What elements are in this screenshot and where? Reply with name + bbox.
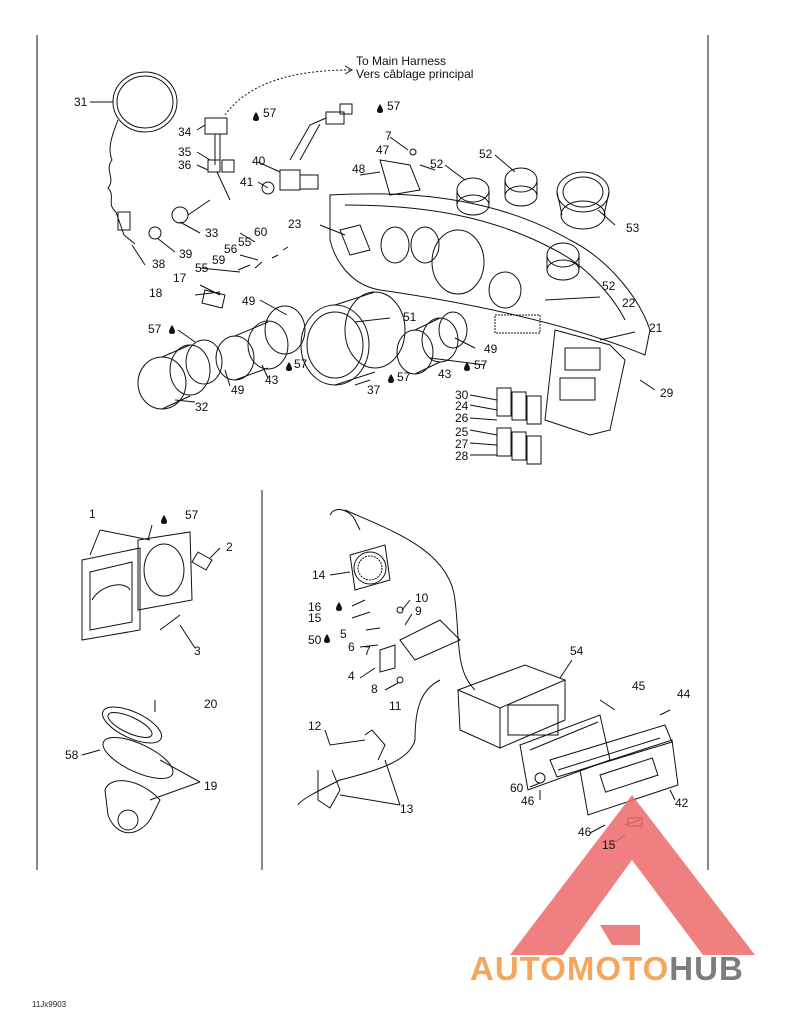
mounting-frames (519, 699, 679, 816)
callout-32: 32 (195, 400, 209, 414)
callout-16: 16 (308, 600, 322, 614)
dash-panel (329, 193, 651, 356)
callout-48: 48 (352, 162, 366, 176)
callout-26: 26 (455, 411, 469, 425)
callout-19: 19 (204, 779, 218, 793)
callout-54: 54 (570, 644, 584, 658)
speaker-assembly (329, 509, 391, 619)
callout-44: 44 (677, 687, 691, 701)
callout-55: 55 (238, 235, 252, 249)
callout-24: 24 (455, 399, 469, 413)
callout-43: 43 (265, 373, 279, 387)
callout-60: 60 (254, 225, 268, 239)
annotation-line-2: Vers câblage principal (356, 67, 474, 81)
callout-42: 42 (675, 796, 689, 810)
callout-56: 56 (224, 242, 238, 256)
callout-5: 5 (340, 627, 347, 641)
callout-28: 28 (455, 449, 469, 463)
callout-39: 39 (179, 247, 193, 261)
callout-46: 46 (578, 825, 592, 839)
callout-52: 52 (430, 157, 444, 171)
callout-15: 15 (602, 838, 616, 852)
callout-57: 57 (387, 99, 401, 113)
watermark-logo (510, 795, 755, 955)
callout-9: 9 (415, 604, 422, 618)
callout-23: 23 (288, 217, 302, 231)
callout-49: 49 (484, 342, 498, 356)
callout-12: 12 (308, 719, 322, 733)
watermark-part-1: AUTOMOTO (470, 950, 670, 987)
callout-52: 52 (479, 147, 493, 161)
callout-38: 38 (152, 257, 166, 271)
callout-7: 7 (385, 129, 392, 143)
callout-57: 57 (397, 370, 411, 384)
callout-58: 58 (65, 748, 79, 762)
callout-51: 51 (403, 310, 417, 324)
callout-33: 33 (205, 226, 219, 240)
glove-box-assembly (81, 524, 221, 649)
callout-40: 40 (252, 154, 266, 168)
callout-7: 7 (364, 644, 371, 658)
callout-57: 57 (185, 508, 199, 522)
callout-57: 57 (294, 357, 308, 371)
callout-21: 21 (649, 321, 663, 335)
callout-18: 18 (149, 286, 163, 300)
callout-8: 8 (371, 682, 378, 696)
callout-17: 17 (173, 271, 187, 285)
radio-unit (456, 659, 573, 749)
callout-52: 52 (602, 279, 616, 293)
callout-29: 29 (660, 386, 674, 400)
callout-30: 30 (455, 388, 469, 402)
callout-3: 3 (194, 644, 201, 658)
callout-31: 31 (74, 95, 88, 109)
gauge-caps (456, 167, 610, 281)
callout-57: 57 (263, 106, 277, 120)
switch-banks (496, 387, 542, 465)
callout-14: 14 (312, 568, 326, 582)
callout-57: 57 (474, 358, 488, 372)
callout-37: 37 (367, 383, 381, 397)
callout-4: 4 (348, 669, 355, 683)
callout-15: 15 (308, 611, 322, 625)
callout-20: 20 (204, 697, 218, 711)
gauges (137, 291, 468, 410)
callout-10: 10 (415, 591, 429, 605)
callout-1: 1 (89, 507, 96, 521)
callout-49: 49 (242, 294, 256, 308)
callout-36: 36 (178, 158, 192, 172)
annotation-line-1: To Main Harness (356, 54, 447, 68)
callout-57: 57 (148, 322, 162, 336)
callout-34: 34 (178, 125, 192, 139)
watermark-text: AUTOMOTOHUB (470, 950, 744, 988)
callout-59: 59 (212, 253, 226, 267)
callout-35: 35 (178, 145, 192, 159)
callout-55: 55 (195, 261, 209, 275)
vent-assembly (81, 700, 201, 834)
callout-2: 2 (226, 540, 233, 554)
callout-6: 6 (348, 640, 355, 654)
oil-drop-icons (161, 104, 470, 643)
cable-coil-31 (107, 71, 178, 245)
callout-11: 11 (389, 699, 402, 713)
drawing-code: 11Jx9903 (32, 1000, 67, 1009)
callout-43: 43 (438, 367, 452, 381)
callout-46: 46 (521, 794, 535, 808)
callout-27: 27 (455, 437, 469, 451)
callout-53: 53 (626, 221, 640, 235)
watermark-part-2: HUB (669, 950, 744, 987)
callout-47: 47 (376, 143, 390, 157)
callout-22: 22 (622, 296, 636, 310)
callout-41: 41 (240, 175, 254, 189)
callout-45: 45 (632, 679, 646, 693)
callout-25: 25 (455, 425, 469, 439)
callout-60: 60 (510, 781, 524, 795)
callout-50: 50 (308, 633, 322, 647)
callout-49: 49 (231, 383, 245, 397)
callout-13: 13 (400, 802, 414, 816)
